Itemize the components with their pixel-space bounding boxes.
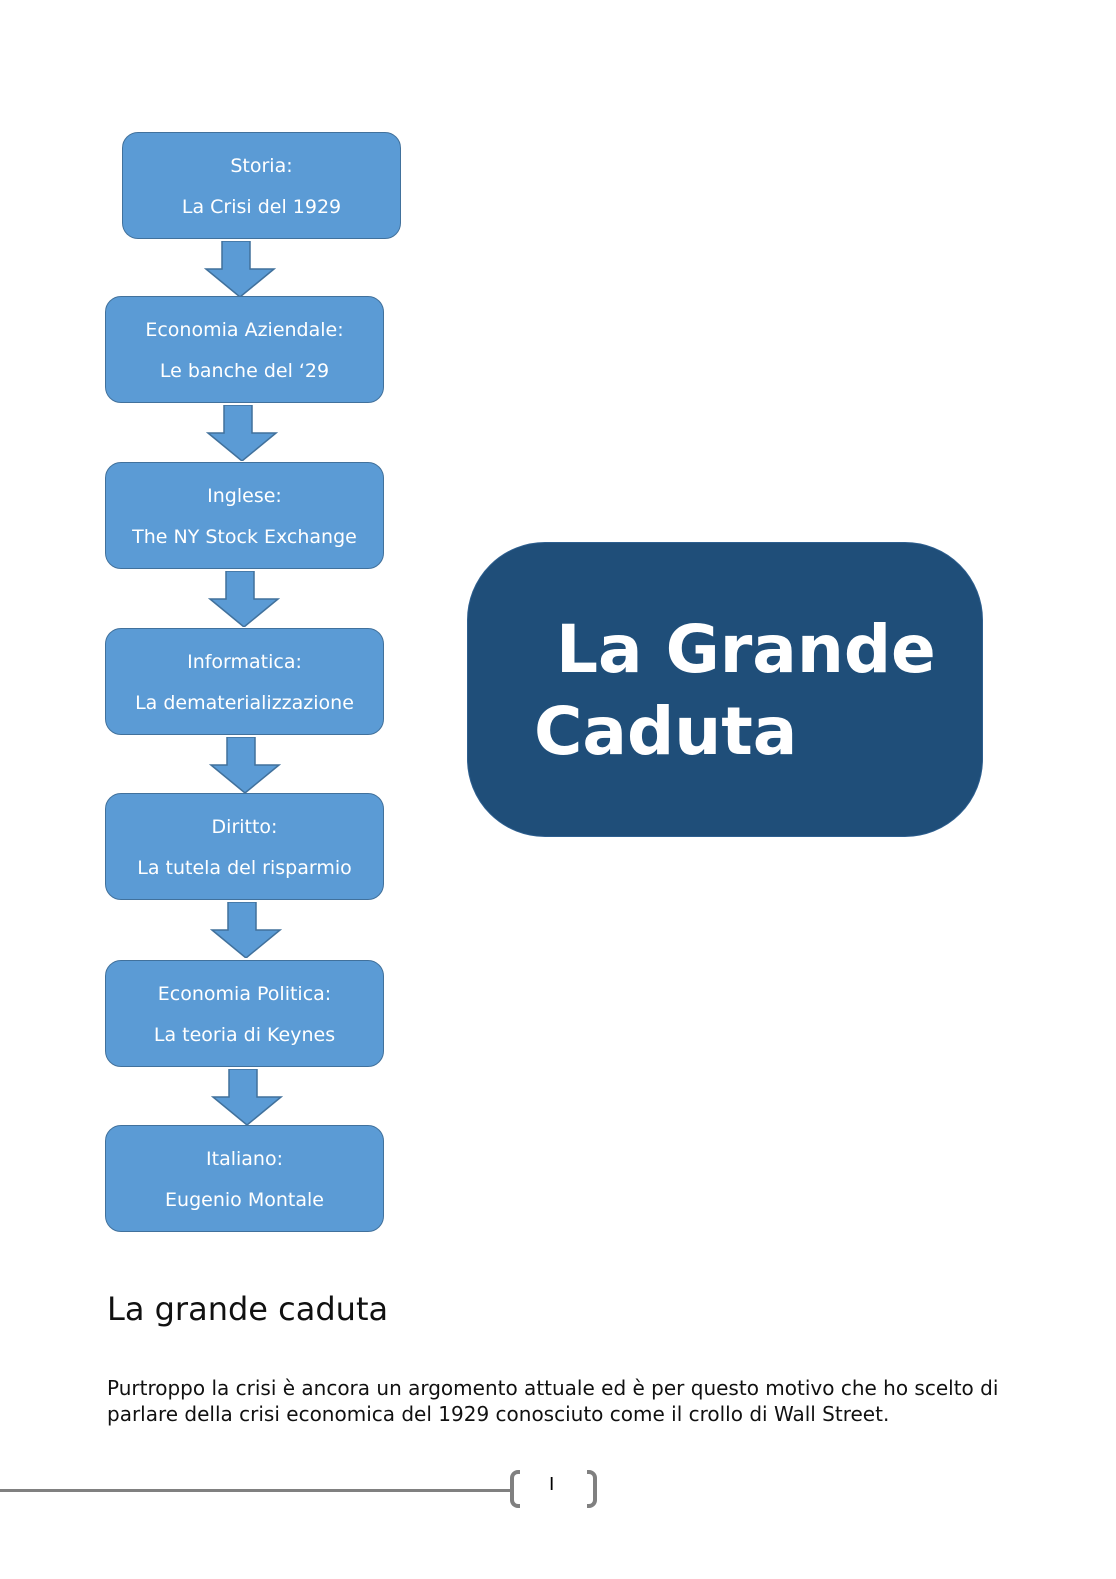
- main-title-box: La Grande Caduta: [467, 542, 983, 837]
- flow-box-diritto: Diritto: La tutela del risparmio: [105, 793, 384, 900]
- box-title: Storia:: [230, 155, 293, 177]
- down-arrow-icon: [206, 405, 278, 461]
- footer-bracket-right: [587, 1470, 597, 1508]
- flow-box-storia: Storia: La Crisi del 1929: [122, 132, 401, 239]
- box-subtitle: The NY Stock Exchange: [132, 526, 357, 548]
- down-arrow-icon: [204, 241, 276, 297]
- flow-box-economia-aziendale: Economia Aziendale: Le banche del ‘29: [105, 296, 384, 403]
- footer-bracket-left: [510, 1470, 520, 1508]
- box-subtitle: La teoria di Keynes: [153, 1024, 336, 1046]
- box-subtitle: La dematerializzazione: [135, 692, 354, 714]
- main-title-line2: Caduta: [534, 693, 798, 770]
- box-title: Informatica:: [187, 651, 302, 673]
- box-title: Diritto:: [211, 816, 278, 838]
- section-heading: La grande caduta: [107, 1290, 389, 1328]
- box-title: Economia Politica:: [157, 983, 332, 1005]
- flow-box-italiano: Italiano: Eugenio Montale: [105, 1125, 384, 1232]
- box-title: Italiano:: [206, 1148, 283, 1170]
- box-title: Economia Aziendale:: [145, 319, 344, 341]
- box-subtitle: La tutela del risparmio: [137, 857, 352, 879]
- footer-rule: [0, 1489, 512, 1492]
- flow-box-informatica: Informatica: La dematerializzazione: [105, 628, 384, 735]
- page-number: I: [549, 1474, 555, 1495]
- box-subtitle: Eugenio Montale: [165, 1189, 324, 1211]
- body-paragraph: Purtroppo la crisi è ancora un argomento…: [107, 1376, 999, 1426]
- down-arrow-icon: [211, 1069, 283, 1125]
- box-title: Inglese:: [207, 485, 282, 507]
- main-title-line1: La Grande: [556, 611, 936, 688]
- down-arrow-icon: [209, 737, 281, 793]
- box-subtitle: La Crisi del 1929: [181, 196, 342, 218]
- flow-box-inglese: Inglese: The NY Stock Exchange: [105, 462, 384, 569]
- box-subtitle: Le banche del ‘29: [159, 360, 330, 382]
- down-arrow-icon: [208, 571, 280, 627]
- down-arrow-icon: [210, 902, 282, 958]
- flow-box-economia-politica: Economia Politica: La teoria di Keynes: [105, 960, 384, 1067]
